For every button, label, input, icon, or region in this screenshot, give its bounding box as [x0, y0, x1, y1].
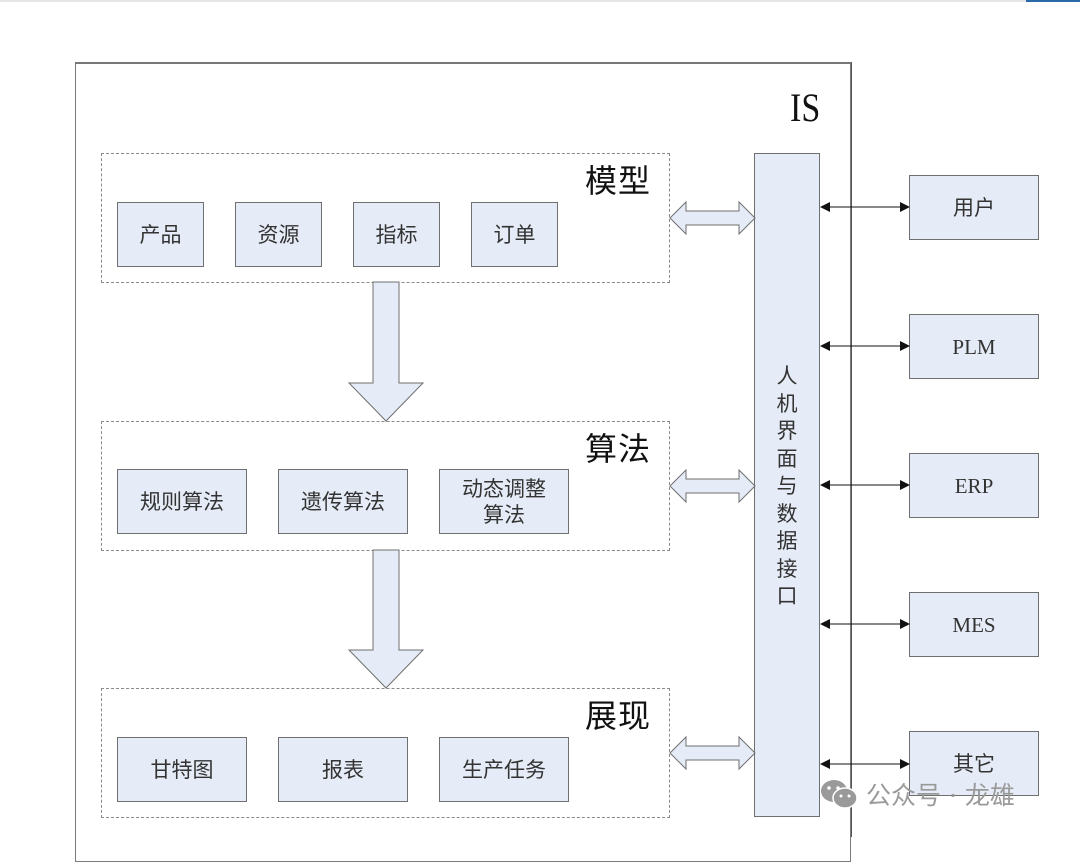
interface-label-char: 与: [776, 474, 798, 498]
interface-label: 人机界面与数据接口: [755, 363, 819, 611]
algorithm-item-rule: 规则算法: [117, 469, 247, 534]
external-mes: MES: [909, 592, 1039, 657]
presentation-item-report: 报表: [278, 737, 408, 802]
watermark-text: 公众号 · 龙雄: [866, 781, 1015, 810]
external-box: PLM: [909, 314, 1039, 379]
model-item-order: 订单: [471, 202, 558, 267]
external-box: 其它: [909, 731, 1039, 796]
system-label: IS: [790, 85, 821, 130]
external-user: 用户: [909, 175, 1039, 240]
algorithm-item-genetic: 遗传算法: [278, 469, 408, 534]
group-title: 展现: [584, 697, 651, 735]
external-box: 用户: [909, 175, 1039, 240]
external-box: ERP: [909, 453, 1039, 518]
arrows-layer: [347, 200, 910, 771]
top-progress-indicator: [1026, 0, 1080, 2]
flow-arrow-algorithm-to-presentation: [347, 549, 425, 689]
group-title: 算法: [584, 430, 651, 468]
double-arrow-algorithm-interface: [669, 468, 756, 504]
external-other: 其它: [909, 731, 1039, 796]
external-plm: PLM: [909, 314, 1039, 379]
double-arrow-presentation-interface: [669, 735, 756, 771]
model-item-resource: 资源: [235, 202, 322, 267]
presentation-item-gantt: 甘特图: [117, 737, 247, 802]
group-title: 模型: [584, 162, 651, 200]
group-presentation: 展现: [101, 688, 670, 818]
model-item-indicator: 指标: [353, 202, 440, 267]
interface-column: 人机界面与数据接口: [754, 153, 820, 817]
interface-label-char: 面: [776, 446, 798, 471]
watermark: 公众号 · 龙雄: [820, 776, 1015, 812]
interface-label-char: 口: [776, 584, 798, 608]
model-item-product: 产品: [117, 202, 204, 267]
double-arrow-model-interface: [669, 200, 756, 236]
wechat-icon: [821, 780, 858, 809]
flow-arrow-model-to-algorithm: [347, 281, 425, 422]
external-box: MES: [909, 592, 1039, 657]
presentation-item-task: 生产任务: [439, 737, 569, 802]
interface-label-char: 数: [776, 501, 798, 526]
external-erp: ERP: [909, 453, 1039, 518]
interface-label-char: 据: [776, 529, 798, 553]
frame-right-border: [851, 62, 852, 837]
interface-label-char: 界: [776, 419, 798, 443]
algorithm-item-dynamic: 动态调整 算法: [439, 469, 569, 534]
interface-label-char: 人: [776, 364, 798, 388]
interface-label-char: 接: [776, 556, 798, 581]
interface-label-char: 机: [776, 391, 798, 416]
top-progress-track: [0, 0, 1080, 2]
